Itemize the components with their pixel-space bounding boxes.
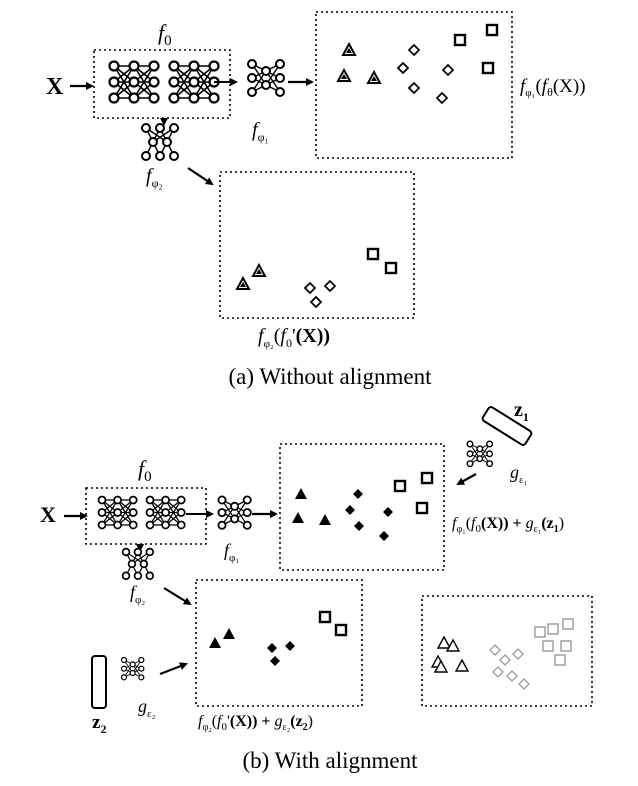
square-marker [415, 501, 429, 515]
noise-vector-z2-icon [91, 655, 107, 709]
triangle-marker [437, 636, 451, 649]
encoder-label-b: f0 [138, 456, 152, 485]
output1-plot-box [315, 11, 513, 159]
head2-to-output-arrow-icon [187, 167, 214, 186]
input-x-label: X [46, 74, 64, 100]
aligned-output2-points [209, 610, 348, 666]
head1-label-b: fφ₁ [224, 540, 239, 564]
diamond-marker [379, 531, 389, 541]
square-marker [542, 640, 554, 652]
square-marker [366, 247, 380, 261]
encoder-network-icon-b [97, 495, 138, 530]
diamond-marker [353, 489, 363, 499]
aligned-output1-points [292, 471, 434, 541]
aligned-output1-label: fφ₁(f0(X)) + gε₁(z1) [452, 515, 564, 535]
triangle-marker [319, 514, 331, 525]
head1-label: fφ₁ [252, 119, 269, 144]
combined-overlay-points [431, 618, 574, 690]
diamond-marker [408, 82, 420, 94]
caption-b: (b) With alignment [243, 748, 419, 773]
output1-points [337, 23, 499, 104]
g2-label: gε₂ [138, 696, 156, 720]
output1-label: fφ₁(fθ(X)) [520, 76, 586, 99]
square-marker [485, 23, 499, 37]
square-marker [562, 618, 574, 630]
square-marker [453, 33, 467, 47]
triangle-marker [209, 637, 221, 648]
triangle-marker [252, 264, 266, 277]
square-marker [560, 640, 572, 652]
diamond-marker [506, 670, 518, 682]
diamond-marker [285, 641, 295, 651]
square-marker [393, 479, 407, 493]
diamond-marker [489, 644, 501, 656]
square-marker [384, 261, 398, 275]
diamond-marker [408, 44, 420, 56]
aligned-output2-plot-box [195, 579, 363, 707]
diamond-marker [383, 507, 393, 517]
triangle-marker [342, 43, 356, 56]
diamond-marker [304, 282, 316, 294]
triangle-marker [236, 277, 250, 290]
head2-label: fφ₂ [146, 165, 163, 190]
square-marker [534, 626, 546, 638]
diamond-marker [512, 648, 524, 660]
aligned-output2-label: fφ₂(f0'(X)) + gε₂(z2) [198, 713, 313, 733]
square-marker [481, 61, 495, 75]
head1-network-icon-b [217, 495, 252, 530]
g2-to-output-arrow-icon [159, 662, 188, 676]
diamond-marker [492, 666, 504, 678]
encoder-label: f0 [158, 20, 172, 49]
noise-generator-g1-network-icon [466, 440, 494, 468]
diamond-marker [442, 64, 454, 76]
encoder-box-b [85, 487, 207, 545]
g1-label: gε₁ [510, 462, 528, 486]
head2-network-icon-b [121, 547, 155, 581]
square-marker [334, 623, 348, 637]
panel-a: X f0 fφ₁ fφ₂ fφ₁(fθ(X)) [46, 11, 586, 389]
triangle-marker [295, 488, 307, 499]
square-marker [547, 623, 559, 635]
head2-network-icon [141, 123, 179, 161]
triangle-marker [337, 69, 351, 82]
triangle-marker [367, 71, 381, 84]
head2-label-b: fφ₂ [130, 582, 145, 606]
panel-b: X f0 fφ₁ fφ₂ z1 [40, 399, 593, 773]
output2-label: fφ₂(f0'(X)) [258, 325, 330, 350]
diamond-marker [324, 280, 336, 292]
triangle-marker [292, 512, 304, 523]
noise-generator-g2-network-icon [120, 656, 145, 681]
combined-overlay-plot-box [421, 595, 593, 707]
caption-a: (a) Without alignment [228, 364, 432, 389]
square-marker [554, 654, 566, 666]
aligned-output1-plot-box [279, 443, 445, 571]
encoder-network-icon-b2 [145, 495, 186, 530]
encoder-network-icon [108, 60, 160, 104]
z2-label: z2 [92, 712, 106, 736]
diamond-marker [397, 62, 409, 74]
head2-to-output-arrow-icon-b [163, 587, 192, 606]
output2-points [236, 247, 398, 308]
z1-label: z1 [514, 399, 529, 424]
diamond-marker [518, 678, 530, 690]
noise-vector-z1-icon [481, 406, 533, 446]
square-marker [318, 610, 332, 624]
diamond-marker [310, 296, 322, 308]
encoder-network-icon-2 [168, 60, 220, 104]
g1-to-output-arrow-icon [456, 473, 477, 485]
diamond-marker [267, 643, 277, 653]
diamond-marker [345, 505, 355, 515]
diamond-marker [436, 92, 448, 104]
diamond-marker [499, 654, 511, 666]
triangle-marker [223, 628, 235, 639]
head1-network-icon [247, 59, 285, 97]
diamond-marker [270, 656, 280, 666]
output2-plot-box [219, 171, 415, 319]
triangle-marker [455, 659, 469, 672]
square-marker [420, 471, 434, 485]
diamond-marker [354, 521, 364, 531]
input-x-label-b: X [40, 502, 56, 527]
